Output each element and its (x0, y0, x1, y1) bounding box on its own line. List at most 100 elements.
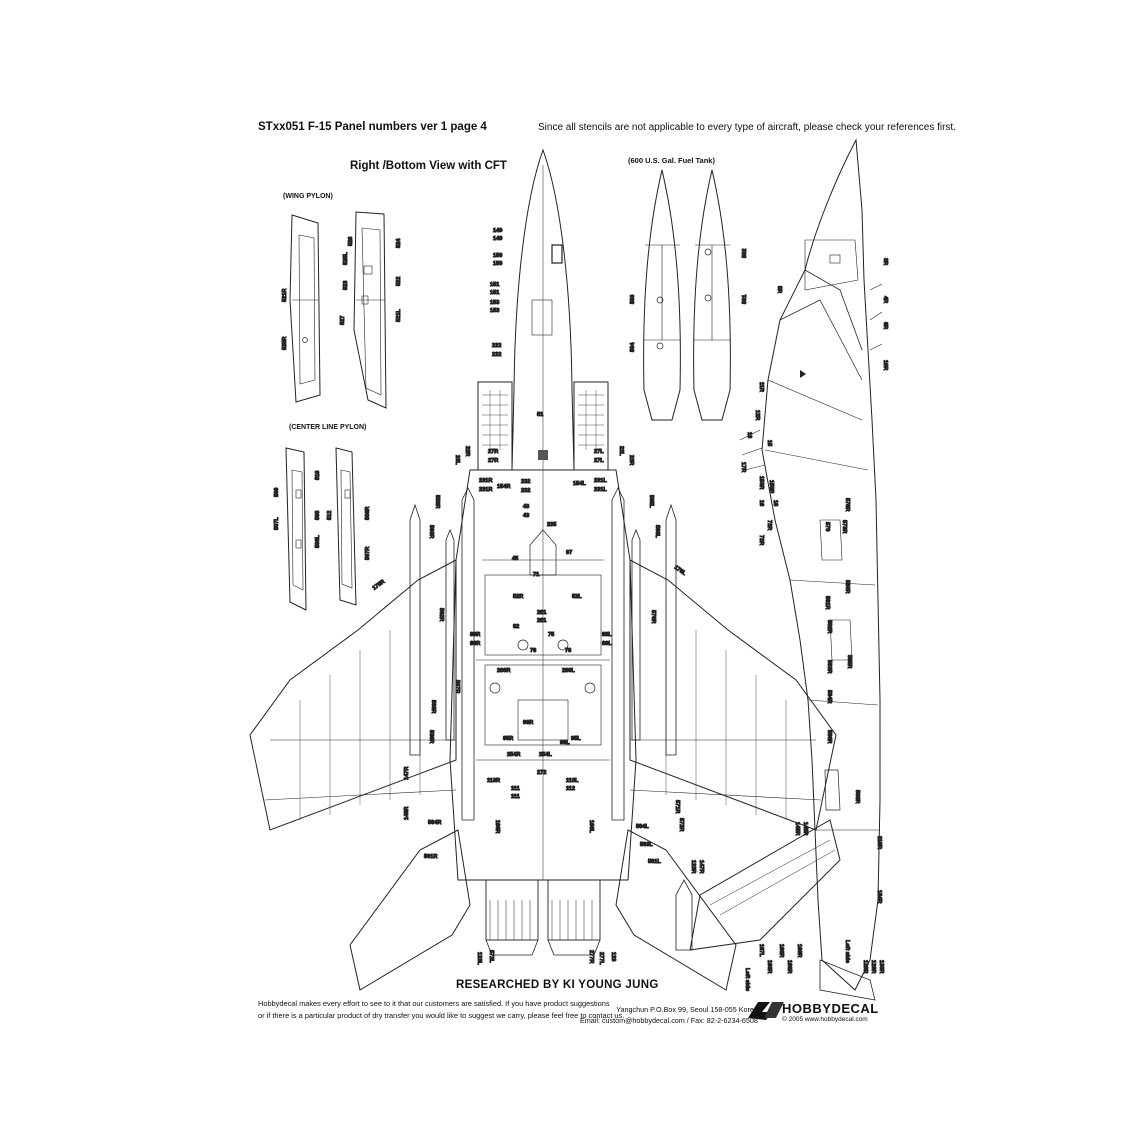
panel-number: 43 (523, 513, 529, 519)
panel-number: 586R (826, 730, 832, 743)
panel-number: 581R (824, 596, 830, 609)
panel-number: 564R (428, 820, 441, 826)
panel-number: 525L (343, 252, 349, 265)
panel-number: 4R (882, 296, 888, 303)
panel-number: 89R (470, 641, 480, 647)
stencil-notice: Since all stencils are not applicable to… (538, 122, 956, 133)
panel-number: 502 (742, 249, 748, 258)
panel-number: 88L (602, 632, 612, 638)
panel-number: 232 (521, 479, 530, 485)
document-title: STxx051 F-15 Panel numbers ver 1 page 4 (258, 121, 487, 133)
panel-number: 584R (826, 690, 832, 703)
panel-number: 27R (488, 449, 498, 455)
panel-number: 154R (497, 484, 510, 490)
panel-number: 96R (523, 720, 533, 726)
panel-number: 277R (588, 950, 594, 963)
footer-disclaimer-line: Hobbydecal makes every effort to see to … (258, 999, 610, 1008)
panel-number: 565L (648, 495, 654, 508)
panel-number: 523 (343, 281, 349, 290)
panel-number: 151 (490, 282, 499, 288)
panel-number: 508 (315, 511, 321, 520)
panel-number: 27L (594, 458, 604, 464)
fuel-tank-numbers: 502 503 501 504 (630, 248, 749, 352)
panel-number: 222 (492, 352, 501, 358)
panel-number: 168R (786, 960, 792, 973)
panel-number: 111 (511, 786, 520, 792)
panel-number: 129R (870, 960, 876, 973)
panel-number: 6R (882, 322, 888, 329)
side-view-numbers: 3R 5R 4R 6R 10R 11R 12R 13 15 17R 153R 1… (740, 258, 889, 992)
panel-number: 43 (523, 504, 529, 510)
panel-number: 512 (327, 511, 333, 520)
panel-number: 522 (396, 277, 402, 286)
panel-number: 570 (824, 522, 830, 531)
panel-number: 504 (630, 342, 636, 352)
panel-number: 272 (537, 770, 546, 776)
panel-number: 564L (636, 824, 649, 830)
panel-number: 509 (274, 488, 280, 497)
panel-number: 123 (610, 952, 616, 961)
center-line-pylon-drawing (285, 447, 357, 611)
panel-number: 507L (274, 517, 280, 530)
panel-number: 506L (315, 535, 321, 548)
panel-number: 567R (454, 680, 460, 693)
panel-number: 52R (513, 594, 523, 600)
panel-number: 18 (772, 500, 778, 506)
panel-number: 27L (594, 449, 604, 455)
footer-disclaimer: Hobbydecal makes every effort to see to … (258, 998, 624, 1022)
panel-number: 524 (396, 238, 402, 248)
panel-number: 153 (490, 308, 499, 314)
panel-number: 82 (513, 624, 519, 630)
panel-number: 150R (768, 480, 774, 493)
panel-number: 573R (841, 520, 847, 533)
panel-number: 112 (566, 786, 575, 792)
panel-number: 580R (844, 580, 850, 593)
view-title: Right /Bottom View with CFT (350, 160, 507, 172)
brand-name: HOBBYDECAL (782, 1001, 879, 1016)
panel-number: 280R (497, 668, 510, 674)
panel-number: 113L (566, 778, 579, 784)
panel-number: 254L (539, 752, 552, 758)
panel-number: 97 (566, 550, 572, 556)
panel-number: 96L (560, 740, 570, 746)
panel-number: 129R (862, 960, 868, 973)
panel-number: 22L (618, 446, 624, 456)
panel-number: 75 (548, 632, 554, 638)
panel-number: 123L (476, 952, 482, 965)
panel-number: 561R (424, 854, 437, 860)
panel-number: 277L (598, 952, 604, 965)
panel-number: 232 (521, 488, 530, 494)
panel-number: 585R (846, 655, 852, 668)
panel-number: 507R (365, 547, 371, 560)
panel-number: 506R (365, 507, 371, 520)
panel-number: 130R (878, 960, 884, 973)
panel-number: 179L (673, 565, 687, 578)
panel-number: 166R (778, 944, 784, 957)
panel-number: 45 (512, 556, 518, 562)
panel-number: 88R (470, 632, 480, 638)
panel-number: 281 (537, 610, 546, 616)
panel-number: 13 (746, 432, 752, 438)
panel-number: 11R (758, 382, 764, 392)
panel-number: Left side (844, 940, 850, 963)
panel-number: 510 (315, 471, 321, 480)
panel-number: 572L (488, 950, 494, 963)
bottom-view-aircraft (249, 148, 837, 991)
research-credit: RESEARCHED BY KI YOUNG JUNG (456, 979, 659, 991)
panel-number: 572R (678, 818, 684, 831)
panel-number: 12R (754, 410, 760, 420)
panel-number: 149 (493, 228, 502, 234)
panel-number: 113R (487, 778, 500, 784)
panel-number: 526 (348, 237, 354, 246)
panel-number: 76 (530, 648, 536, 654)
panel-number: 10R (882, 360, 888, 370)
panel-number: 184R (876, 890, 882, 903)
panel-number: 569R (428, 730, 434, 743)
panel-number: 166R (766, 960, 772, 973)
panel-number: 27R (488, 458, 498, 464)
panel-number: 145R (802, 822, 808, 835)
panel-number: 559R (434, 495, 440, 508)
panel-number: 235 (547, 522, 556, 528)
panel-number: 23R (628, 455, 634, 465)
panel-number: 151 (490, 290, 499, 296)
